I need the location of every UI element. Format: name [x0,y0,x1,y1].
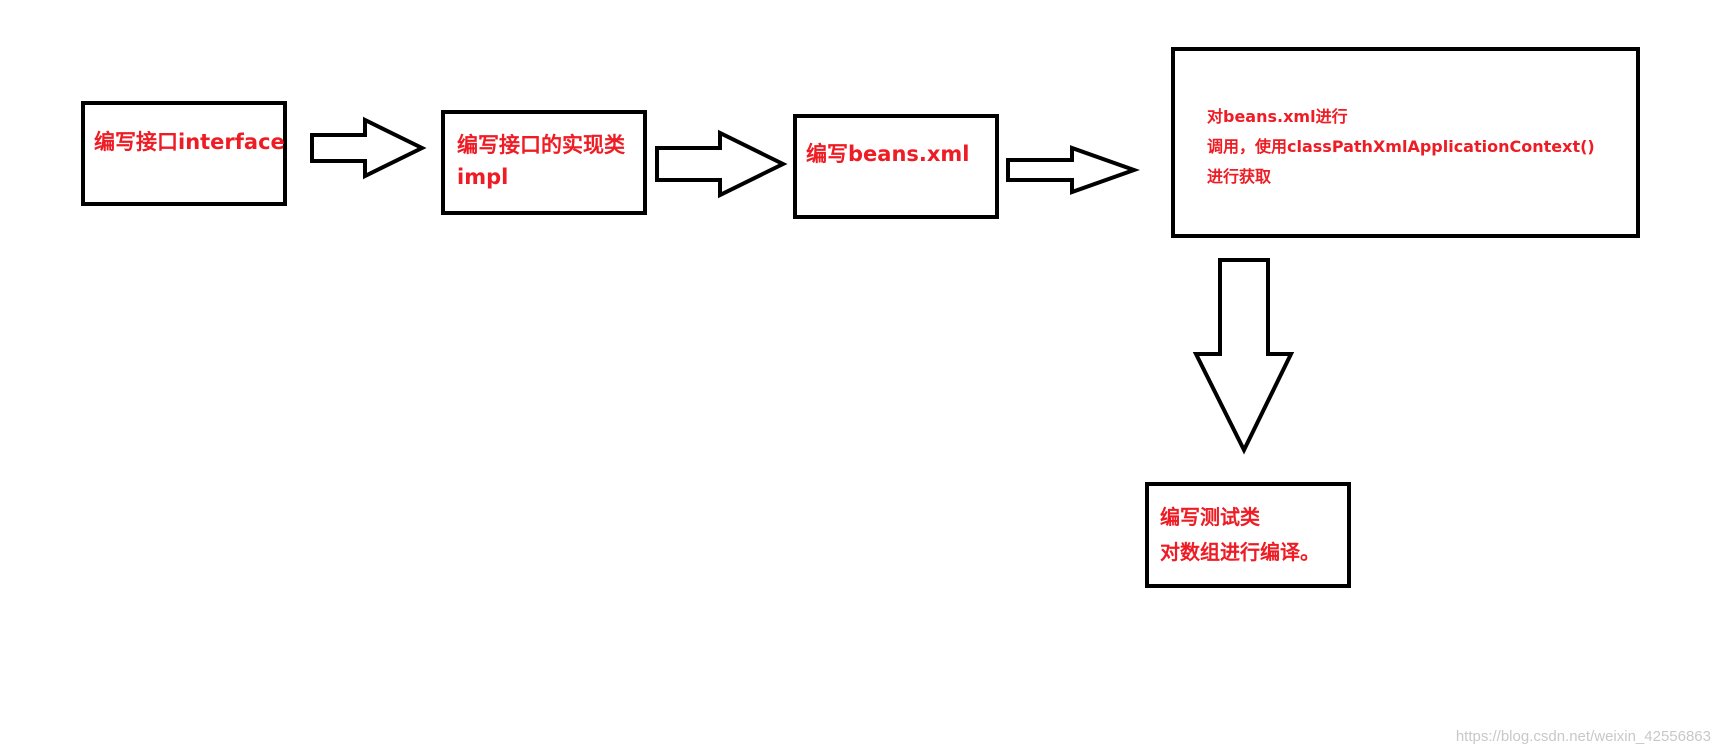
step-test-line-1: 编写测试类 [1160,505,1260,529]
step-beans-xml-line-1: 编写beans.xml [806,142,970,166]
step-impl-label: 编写接口的实现类 impl [457,129,625,193]
arrow-interface-to-impl [310,116,427,180]
step-interface-label: 编写接口interface [94,126,285,156]
step-interface-box [81,101,287,206]
arrow-context-to-test [1192,258,1295,455]
step-interface-line-1: 编写接口interface [94,130,285,154]
step-context-box [1171,47,1640,238]
watermark-url: https://blog.csdn.net/weixin_42556863 [1455,728,1711,745]
step-impl-line-1: 编写接口的实现类 [457,133,625,157]
step-context-label: 对beans.xml进行 调用，使用classPathXmlApplicatio… [1207,102,1595,192]
step-beans-xml-label: 编写beans.xml [806,138,970,168]
arrow-beans-xml-to-context [1006,145,1140,195]
step-beans-xml-box [793,114,999,219]
step-impl-box [441,110,647,215]
step-context-line-3: 进行获取 [1207,167,1272,186]
step-test-box [1145,482,1351,588]
step-test-line-2: 对数组进行编译。 [1160,540,1320,564]
step-context-line-2: 调用，使用classPathXmlApplicationContext() [1207,137,1595,156]
step-impl-line-2: impl [457,165,509,189]
step-context-line-1: 对beans.xml进行 [1207,107,1348,126]
arrow-impl-to-beans-xml [655,129,788,199]
step-test-label: 编写测试类 对数组进行编译。 [1160,500,1320,570]
